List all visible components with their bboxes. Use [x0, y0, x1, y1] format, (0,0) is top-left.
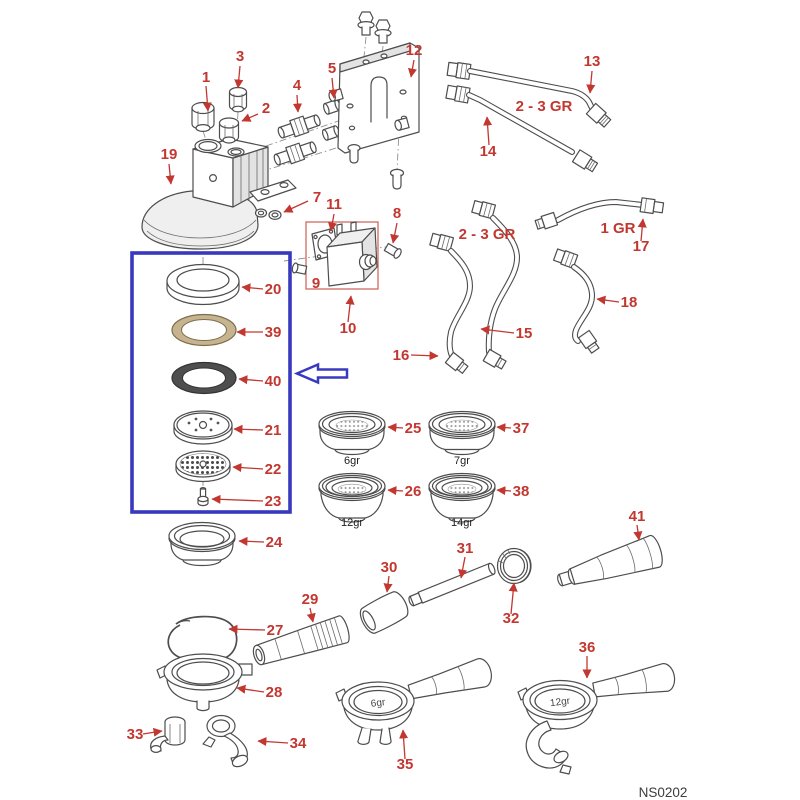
text-annotations: 2 - 3 GR 2 - 3 GR 1 GR 6gr 7gr 12gr 14gr…	[341, 98, 687, 800]
part-41-handle-complete	[557, 534, 663, 587]
pipe-group-label-single: 1 GR	[600, 220, 635, 237]
part-36-portafilter-complete: 12gr	[517, 663, 676, 775]
part-12-bracket	[328, 42, 420, 154]
basket-26-capacity: 12gr	[341, 517, 363, 529]
part-32-ring-nut	[496, 547, 532, 585]
label-part-37: 37	[513, 420, 530, 437]
label-part-14: 14	[480, 143, 497, 160]
leader-arrows	[142, 59, 647, 760]
part-17-pipe	[534, 197, 665, 230]
label-part-32: 32	[503, 610, 520, 627]
part-29-handle	[252, 615, 350, 666]
label-part-15: 15	[516, 325, 533, 342]
label-part-4: 4	[293, 77, 302, 94]
part-18-pipe	[552, 248, 600, 354]
label-part-36: 36	[579, 639, 596, 656]
label-part-24: 24	[266, 534, 283, 551]
label-part-12: 12	[406, 42, 423, 59]
drawing-code: NS0202	[639, 785, 688, 800]
part-21-shower-holder	[173, 410, 233, 445]
part-35-portafilter-complete: 6gr	[335, 658, 492, 745]
basket-25-capacity: 6gr	[344, 455, 360, 467]
label-part-34: 34	[290, 735, 307, 752]
pipe-group-label-middle: 2 - 3 GR	[459, 226, 516, 243]
label-part-38: 38	[513, 483, 530, 500]
label-part-23: 23	[265, 493, 282, 510]
part-23-screw	[197, 487, 209, 507]
part-34-spout	[202, 714, 249, 768]
label-part-13: 13	[584, 53, 601, 70]
part-7-washers	[254, 208, 282, 221]
part-number-labels: 1 2 3 4 5 7 8 9 10 11 12 13 14 15 16 17 …	[127, 42, 650, 773]
pipe-group-label-top: 2 - 3 GR	[516, 98, 573, 115]
label-part-26: 26	[405, 483, 422, 500]
label-part-7: 7	[313, 189, 321, 206]
part-16-pipe	[429, 232, 474, 374]
label-part-2: 2	[262, 100, 270, 117]
portafilter-35-capacity: 6gr	[370, 697, 386, 710]
label-part-8: 8	[393, 205, 401, 222]
group-seal-highlight-box	[130, 251, 292, 514]
portafilter-36-capacity: 12gr	[549, 696, 571, 709]
label-part-1: 1	[202, 69, 210, 86]
part-20-group-ring	[166, 263, 240, 306]
part-38-basket	[428, 472, 496, 523]
label-part-3: 3	[236, 48, 244, 65]
part-8-screw	[383, 242, 402, 259]
part-10-solenoid-group	[291, 221, 402, 290]
part-30-sleeve	[359, 591, 409, 634]
label-part-9: 9	[312, 275, 320, 292]
label-part-17: 17	[633, 238, 650, 255]
basket-37-capacity: 7gr	[454, 455, 470, 467]
label-part-25: 25	[405, 420, 422, 437]
label-part-10: 10	[340, 320, 357, 337]
label-part-41: 41	[629, 508, 646, 525]
part-28-portafilter-body	[156, 653, 253, 712]
label-part-20: 20	[265, 281, 282, 298]
part-25-basket	[318, 410, 386, 456]
label-part-33: 33	[127, 726, 144, 743]
label-part-27: 27	[267, 622, 284, 639]
part-19-group-head	[141, 138, 297, 250]
bracket-bolts	[357, 11, 392, 44]
part-10-solenoid-coil	[326, 221, 378, 287]
bracket-screws	[347, 144, 405, 190]
label-part-30: 30	[381, 559, 398, 576]
part-4-union-fitting	[277, 114, 321, 139]
part-33-spout	[150, 716, 186, 753]
solenoid-highlight-box	[305, 221, 379, 290]
part-5-nut	[322, 99, 342, 115]
part-4-union-fitting-b	[273, 141, 317, 166]
label-part-21: 21	[265, 422, 282, 439]
part-2-cap	[218, 117, 240, 144]
part-14-pipe	[445, 84, 599, 173]
label-part-16: 16	[393, 347, 410, 364]
label-part-40: 40	[265, 373, 282, 390]
part-13-pipe	[446, 61, 612, 128]
basket-38-capacity: 14gr	[451, 517, 473, 529]
label-part-18: 18	[621, 294, 638, 311]
label-part-22: 22	[265, 461, 282, 478]
label-part-28: 28	[266, 684, 283, 701]
label-part-11: 11	[326, 196, 342, 213]
part-40-gasket-rubber	[171, 361, 237, 395]
part-37-basket	[428, 410, 496, 456]
part-39-gasket-fiber	[171, 313, 237, 347]
label-part-29: 29	[302, 591, 319, 608]
highlight-arrow-icon	[293, 362, 349, 385]
part-26-basket	[318, 472, 386, 523]
label-part-5: 5	[328, 60, 336, 77]
label-part-39: 39	[265, 324, 282, 341]
part-24-blind-basket	[168, 521, 236, 567]
label-part-35: 35	[397, 756, 414, 773]
part-9-screw	[291, 262, 308, 275]
part-1-cap	[191, 101, 215, 132]
part-3-cap	[228, 86, 248, 113]
part-31-tube	[408, 562, 496, 607]
part-22-shower-screen	[175, 450, 231, 483]
label-part-31: 31	[457, 540, 474, 557]
label-part-19: 19	[161, 146, 178, 163]
